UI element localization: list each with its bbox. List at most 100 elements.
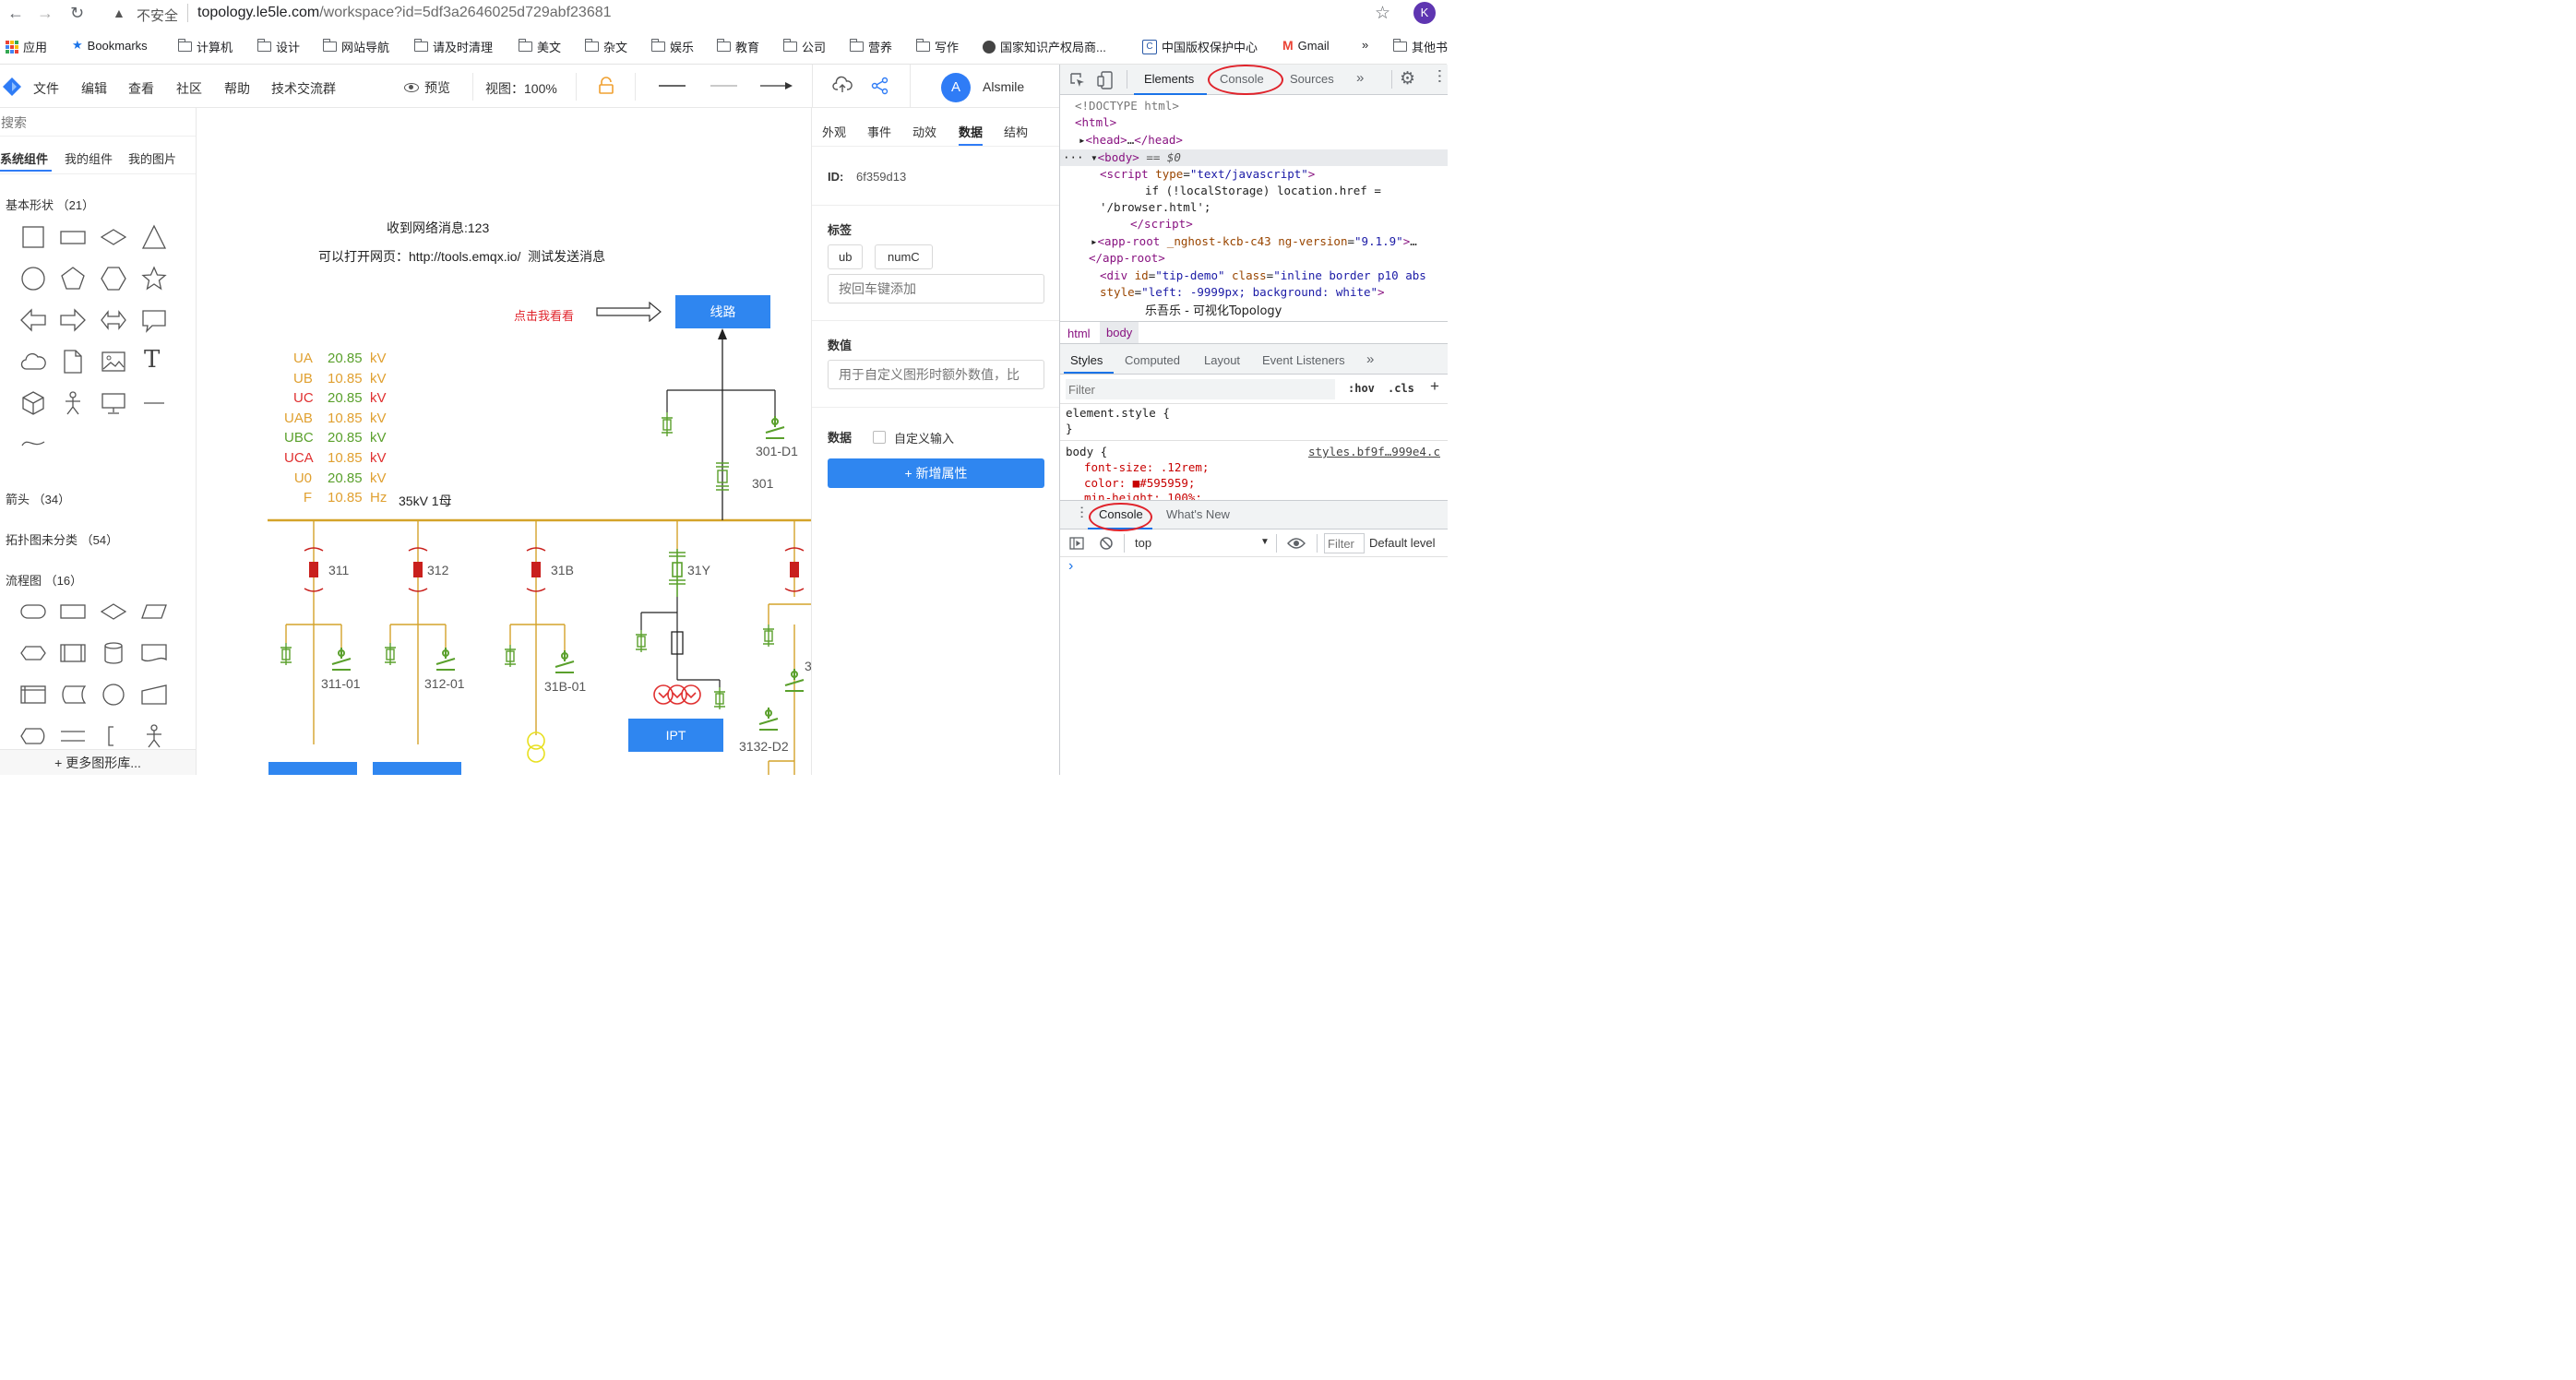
tag-input[interactable] [828, 274, 1044, 303]
tab-computed[interactable]: Computed [1125, 353, 1180, 367]
data-shape-icon[interactable] [141, 599, 167, 625]
bookmark-folder[interactable]: 设计 [256, 38, 300, 55]
rectangle-shape-icon[interactable] [60, 224, 86, 250]
curve-shape-icon[interactable] [20, 431, 46, 457]
user-avatar[interactable]: A [941, 73, 971, 102]
breadcrumb-body[interactable]: body [1100, 322, 1139, 343]
decision-shape-icon[interactable] [101, 599, 126, 625]
pentagon-shape-icon[interactable] [60, 266, 86, 291]
profile-avatar[interactable]: K [1413, 2, 1436, 24]
line-shape-icon[interactable] [141, 390, 167, 416]
person-shape-icon[interactable] [60, 390, 86, 416]
inspect-element-icon[interactable] [1069, 72, 1086, 89]
circle-shape-icon[interactable] [20, 266, 46, 291]
tab-system-components[interactable]: 系统组件 [0, 152, 49, 166]
gear-icon[interactable]: ⚙ [1400, 69, 1416, 89]
dom-head[interactable]: ▸<head>…</head> [1079, 133, 1183, 147]
arrow-right-shape-icon[interactable] [60, 307, 86, 333]
more-style-tabs-button[interactable]: » [1366, 351, 1375, 367]
class-toggle[interactable]: .cls [1388, 382, 1414, 395]
menu-file[interactable]: 文件 [33, 81, 59, 96]
device-toggle-icon[interactable] [1097, 71, 1114, 89]
share-icon[interactable] [871, 77, 889, 95]
category-basic-shapes[interactable]: 基本形状 （21） [6, 198, 95, 212]
triangle-shape-icon[interactable] [141, 224, 167, 250]
breadcrumb-html[interactable]: html [1067, 327, 1091, 340]
forward-icon[interactable]: → [37, 4, 54, 22]
zoom-view[interactable]: 视图：100% [485, 81, 557, 96]
hexagon-shape-icon[interactable] [101, 266, 126, 291]
bookmark-folder[interactable]: 写作 [915, 38, 959, 55]
dom-html[interactable]: <html> [1075, 115, 1117, 129]
warning-icon[interactable]: ▲ [113, 6, 125, 20]
category-topology[interactable]: 拓扑图未分类 （54） [6, 533, 119, 547]
add-property-button[interactable]: + 新增属性 [828, 458, 1044, 488]
bookmark-cnipa[interactable]: 国家知识产权局商... [983, 38, 1106, 55]
bookmark-bookmarks[interactable]: ★Bookmarks [72, 38, 148, 53]
bracket-shape-icon[interactable] [101, 723, 126, 749]
tab-data[interactable]: 数据 [959, 125, 984, 139]
tab-sources[interactable]: Sources [1290, 72, 1334, 86]
line-light-icon[interactable] [710, 81, 738, 90]
library-search-input[interactable] [0, 109, 196, 137]
tag-chip[interactable]: numC [875, 244, 933, 269]
drawer-tab-whats-new[interactable]: What's New [1166, 507, 1230, 521]
star-icon[interactable]: ☆ [1375, 4, 1391, 23]
subroutine-shape-icon[interactable] [60, 640, 86, 666]
node-button-partial[interactable] [373, 762, 461, 775]
cube-shape-icon[interactable] [20, 390, 46, 416]
dom-app-root[interactable]: ▸<app-root _nghost-kcb-c43 ng-version="9… [1091, 234, 1417, 248]
double-arrow-shape-icon[interactable] [101, 307, 126, 333]
dom-doctype[interactable]: <!DOCTYPE html> [1075, 99, 1179, 113]
dom-body[interactable]: ··· ▾<body> == $0 [1063, 150, 1181, 164]
element-style-rule[interactable]: element.style { [1066, 406, 1170, 420]
menu-community[interactable]: 社区 [176, 81, 202, 96]
file-shape-icon[interactable] [60, 349, 86, 375]
tab-layout[interactable]: Layout [1204, 353, 1241, 367]
hover-state-toggle[interactable]: :hov [1348, 382, 1375, 395]
more-tabs-button[interactable]: » [1356, 70, 1365, 86]
diagram-canvas[interactable]: 收到网络消息:123 可以打开网页：http://tools.emqx.io/ … [197, 108, 811, 775]
custom-input-checkbox[interactable] [873, 431, 886, 444]
ipt-node-button[interactable]: IPT [628, 719, 723, 752]
node-button-partial[interactable] [268, 762, 357, 775]
preview-button[interactable]: 预览 [404, 78, 450, 97]
eye-icon[interactable] [1287, 537, 1306, 550]
tab-animation[interactable]: 动效 [912, 125, 937, 139]
cloud-upload-icon[interactable] [832, 76, 853, 94]
image-shape-icon[interactable] [101, 349, 126, 375]
category-arrows[interactable]: 箭头 （34） [6, 493, 71, 506]
tab-appearance[interactable]: 外观 [822, 125, 847, 139]
more-libraries-button[interactable]: + 更多图形库... [0, 749, 196, 775]
css-property[interactable]: font-size: .12rem; [1084, 460, 1210, 474]
sidebar-toggle-icon[interactable] [1069, 536, 1084, 551]
console-filter-input[interactable] [1324, 533, 1365, 553]
cloud-shape-icon[interactable] [20, 349, 46, 375]
arrow-left-shape-icon[interactable] [20, 307, 46, 333]
bookmark-folder[interactable]: 营养 [849, 38, 892, 55]
bookmark-folder[interactable]: 教育 [716, 38, 759, 55]
process-shape-icon[interactable] [60, 599, 86, 625]
bookmark-folder[interactable]: 美文 [518, 38, 561, 55]
console-prompt[interactable]: › [1068, 558, 1074, 574]
user-name[interactable]: Alsmile [983, 79, 1025, 94]
value-input[interactable] [828, 360, 1044, 389]
menu-edit[interactable]: 编辑 [81, 81, 107, 96]
stylesheet-link[interactable]: styles.bf9f…999e4.c [1308, 445, 1440, 458]
square-shape-icon[interactable] [20, 224, 46, 250]
menu-view[interactable]: 查看 [128, 81, 154, 96]
styles-filter-input[interactable] [1066, 379, 1335, 399]
css-property[interactable]: min-height: 100%; [1084, 491, 1202, 500]
add-rule-icon[interactable]: + [1430, 377, 1439, 395]
back-icon[interactable]: ← [7, 4, 24, 22]
context-selector[interactable]: top [1135, 536, 1152, 550]
line-node-button[interactable]: 线路 [675, 295, 770, 328]
menu-help[interactable]: 帮助 [224, 81, 250, 96]
internal-storage-shape-icon[interactable] [20, 682, 46, 708]
document-shape-icon[interactable] [141, 640, 167, 666]
tab-styles[interactable]: Styles [1070, 353, 1103, 367]
manual-input-shape-icon[interactable] [141, 682, 167, 708]
lock-icon[interactable] [598, 77, 614, 95]
bookmark-folder[interactable]: 计算机 [177, 38, 233, 55]
